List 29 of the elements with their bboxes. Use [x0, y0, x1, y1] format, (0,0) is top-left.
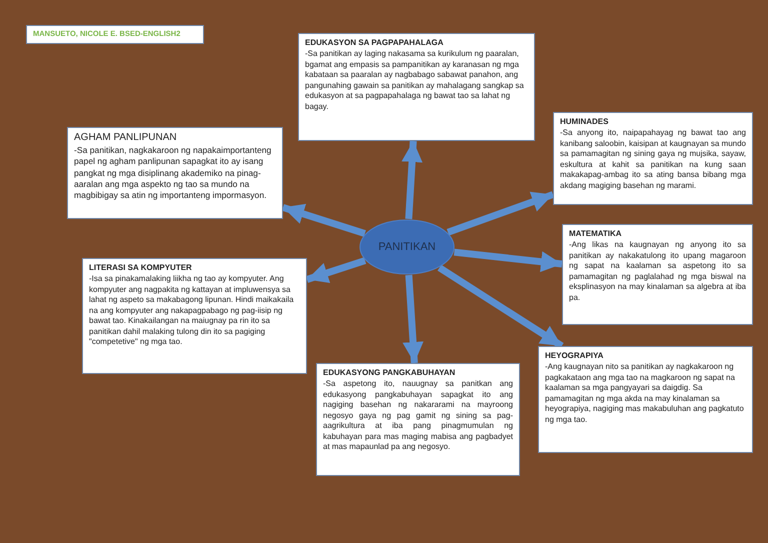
block-arrow: [454, 248, 562, 272]
block-arrow: [446, 191, 554, 236]
card-heading: EDUKASYONG PANGKABUHAYAN: [323, 368, 456, 377]
card-heading: HEYOGRAPIYA: [545, 351, 604, 360]
block-arrow: [306, 257, 366, 283]
block-arrow: [282, 204, 366, 237]
card-heading: AGHAM PANLIPUNAN: [74, 132, 178, 143]
text-card: [82, 258, 307, 374]
card-heading: EDUKASYON SA PAGPAPAHALAGA: [305, 38, 444, 47]
text-card: [67, 127, 283, 219]
block-arrow: [438, 264, 564, 349]
card-body: -Sa anyong ito, naipapahayag ng bawat tao ang kanibang saloobin, kaisipan at kaugnayan sa mundo sa pamamagitan ng sining gaya ng mujsika, sayaw, eskultura at kahit sa panitikan na kung saan makakapag-ambag ito sa ating bansa bibang mga akdang magiging basehan ng marami.: [560, 128, 746, 192]
text-card: [316, 363, 520, 476]
text-card: [562, 224, 753, 325]
card-heading: LITERASI SA KOMPYUTER: [89, 263, 193, 272]
text-card: [553, 112, 753, 205]
card-body: -Ang kaugnayan nito sa panitikan ay nagkakaroon ng pagkakataon ang mga tao na magkaroon ng sapat na kaalaman sa mga pangyayari sa daigdig. Sa pamamagitan ng mga akda na may kinalaman sa heyograpiya, nagiging mas makabuluhan ang pagkatuto ng mga tao.: [545, 362, 745, 426]
card-heading: HUMINADES: [560, 117, 610, 126]
card-heading: MATEMATIKA: [569, 229, 623, 238]
block-arrow: [402, 274, 424, 364]
card-body: -Sa panitikan ay laging nakasama sa kurikulum ng paaralan, bgamat ang empasis sa pampanitikan ay karanasan ng mga kabataan sa paaralan ay nagbabago sabawat panahon, ang pangunahing gawain sa panitikan ay mahalagang sangkap sa edukasyon at sa pagpapahalaga ng bawat tao sa lahat ng bagay.: [305, 49, 525, 112]
card-body: -Sa aspetong ito, nauugnay sa panitkan ang edukasyong pangkabuhayan sapagkat ito ang nagiging basehan ng nakararami na mayroong negosyo gaya ng pag gamit ng sining sa pag-aagrikultura at iba pang pinagmumulan ng kabuhayan para mas maging mabisa ang pagbadyet at mas mapaunlad pa ang negosyo.: [323, 379, 513, 453]
text-card: [538, 346, 753, 453]
text-card: [298, 33, 535, 141]
card-body: -Sa panitikan, nagkakaroon ng napakaimportanteng papel ng agham panlipunan sapagkat ito ay isang pangkat ng mga disiplinang akademiko na pinag-aaralan ang mga aspekto ng tao sa mundo na magbibigay sa atin ng importanteng impormasyon.: [74, 145, 272, 202]
topic-title: PANITIKAN: [378, 241, 436, 253]
block-arrow: [402, 140, 423, 220]
card-body: -Ang likas na kaugnayan ng anyong ito sa panitikan ay nakakatulong ito upang magaroon ng sapat na kaalaman sa aspetong ito sa pamamagitan ng paglalahad ng mga biswal na eksplinasyon na may kinalaman sa algebra at iba pa.: [569, 240, 746, 304]
card-body: -Isa sa pinakamalaking liikha ng tao ay kompyuter. Ang kompyuter ang nagpakita ng kattayan at impluwensya sa lahat ng aspeto sa makabagong lipunan. Hindi maikakaila na ang kompyuter ang nakapagpabago ng pag-iisip ng bawat tao. Kinakailangan na maiugnay pa rin ito sa panitikan dahil malaking tulong din ito sa pagiging "competetive" ng mga tao.: [89, 274, 295, 348]
